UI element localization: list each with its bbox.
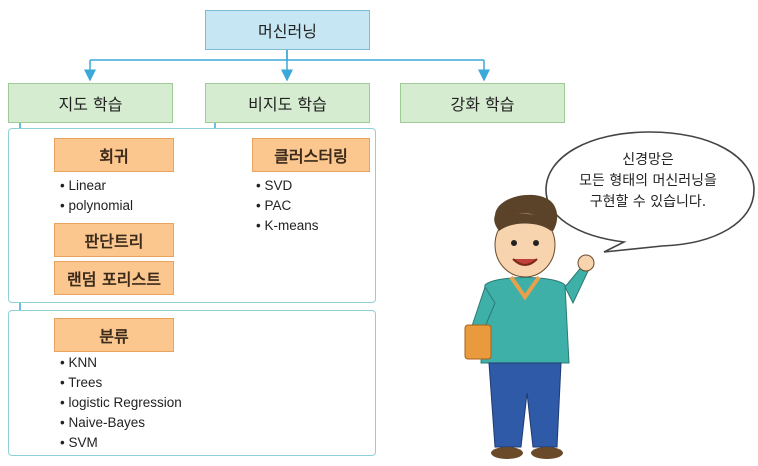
category-unsupervised: 비지도 학습 xyxy=(205,83,370,123)
algorithm-decision-tree: 판단트리 xyxy=(54,223,174,257)
algorithm-clustering: 클러스터링 xyxy=(252,138,370,172)
classification-items: KNN Trees logistic Regression Naive-Baye… xyxy=(60,353,182,453)
algorithm-random-forest: 랜덤 포리스트 xyxy=(54,261,174,295)
list-item: K-means xyxy=(256,216,318,236)
algorithm-classification: 분류 xyxy=(54,318,174,352)
category-supervised: 지도 학습 xyxy=(8,83,173,123)
speech-bubble-text: 신경망은 모든 형태의 머신러닝을 구현할 수 있습니다. xyxy=(558,150,738,213)
algorithm-regression: 회귀 xyxy=(54,138,174,172)
character-illustration xyxy=(464,194,595,459)
list-item: SVD xyxy=(256,176,319,196)
list-item: SVM xyxy=(60,433,182,453)
speech-bubble xyxy=(545,131,755,253)
bubble-line: 구현할 수 있습니다. xyxy=(589,194,707,210)
regression-items: Linear polynomial xyxy=(60,176,133,216)
list-item: logistic Regression xyxy=(60,393,181,413)
clustering-items: SVD PAC K-means xyxy=(256,176,319,236)
list-item: PAC xyxy=(256,196,319,216)
bubble-line: 모든 형태의 머신러닝을 xyxy=(579,173,717,189)
list-item: KNN xyxy=(60,353,182,373)
root-node: 머신러닝 xyxy=(205,10,370,50)
list-item: Linear xyxy=(60,176,133,196)
category-reinforcement: 강화 학습 xyxy=(400,83,565,123)
list-item: polynomial xyxy=(60,196,133,216)
list-item: Trees xyxy=(60,373,182,393)
bubble-line: 신경망은 xyxy=(622,152,674,168)
list-item: Naive-Bayes xyxy=(60,413,182,433)
